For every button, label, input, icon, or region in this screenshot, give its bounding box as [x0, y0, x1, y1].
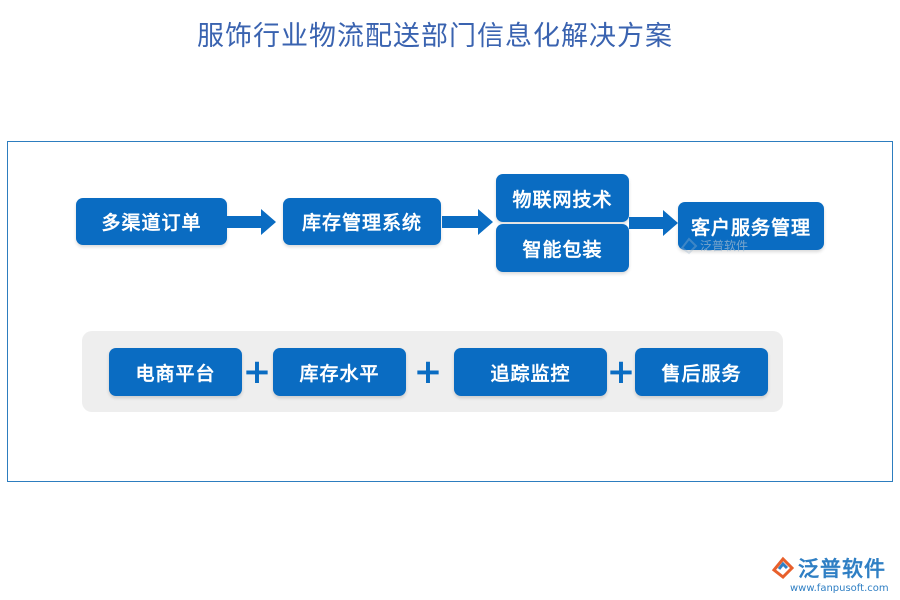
flow-step-inventory-system: 库存管理系统 [283, 198, 441, 245]
flow-step-iot: 物联网技术 [496, 174, 629, 222]
watermark-text: 泛普软件 [700, 239, 749, 253]
arrow-right-icon [227, 209, 276, 235]
fanpu-logo-icon [771, 556, 795, 579]
brand-logo: 泛普软件 www.fanpusoft.com [768, 553, 898, 599]
item-tracking-monitoring: 追踪监控 [454, 348, 607, 396]
arrow-right-icon [629, 210, 678, 236]
item-after-sales-service: 售后服务 [635, 348, 768, 396]
logo-name: 泛普软件 [798, 557, 886, 581]
watermark-logo-icon [680, 237, 698, 255]
arrow-right-icon [442, 209, 493, 235]
flow-step-smart-packaging: 智能包装 [496, 224, 629, 272]
plus-icon: + [413, 352, 443, 392]
item-ecommerce-platform: 电商平台 [109, 348, 242, 396]
diagram-frame [7, 141, 893, 482]
plus-icon: + [606, 352, 636, 392]
plus-icon: + [242, 352, 272, 392]
logo-url: www.fanpusoft.com [790, 583, 889, 594]
flow-step-multichannel-orders: 多渠道订单 [76, 198, 227, 245]
item-inventory-level: 库存水平 [273, 348, 406, 396]
flow-step-customer-service: 客户服务管理 [678, 202, 824, 250]
page-title: 服饰行业物流配送部门信息化解决方案 [197, 21, 673, 52]
